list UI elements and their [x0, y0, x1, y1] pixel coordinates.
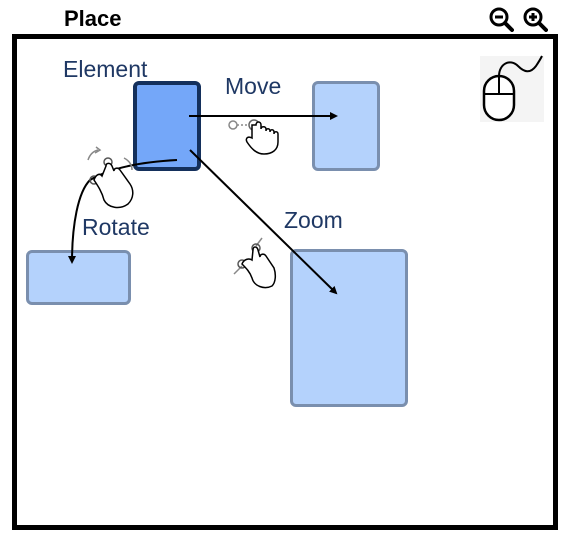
mouse-icon [480, 55, 544, 122]
drag-gesture-icon [228, 119, 279, 155]
rotate-label: Rotate [82, 214, 150, 240]
page-title: Place [64, 6, 122, 31]
rotated-element-ghost [26, 250, 131, 305]
zoom-in-icon [523, 7, 548, 32]
pinch-gesture-icon [233, 237, 277, 289]
zoom-out-button[interactable] [488, 6, 514, 32]
move-label: Move [225, 73, 282, 99]
zoom-arrow [189, 149, 338, 295]
zoom-label: Zoom [284, 207, 343, 233]
zoom-in-button[interactable] [522, 6, 548, 32]
rotate-gesture-icon [87, 146, 134, 209]
zoom-out-icon [489, 7, 514, 32]
element-rect[interactable] [133, 81, 201, 171]
zoomed-element-ghost [290, 249, 408, 407]
moved-element-ghost [312, 81, 380, 171]
element-label: Element [63, 56, 148, 82]
